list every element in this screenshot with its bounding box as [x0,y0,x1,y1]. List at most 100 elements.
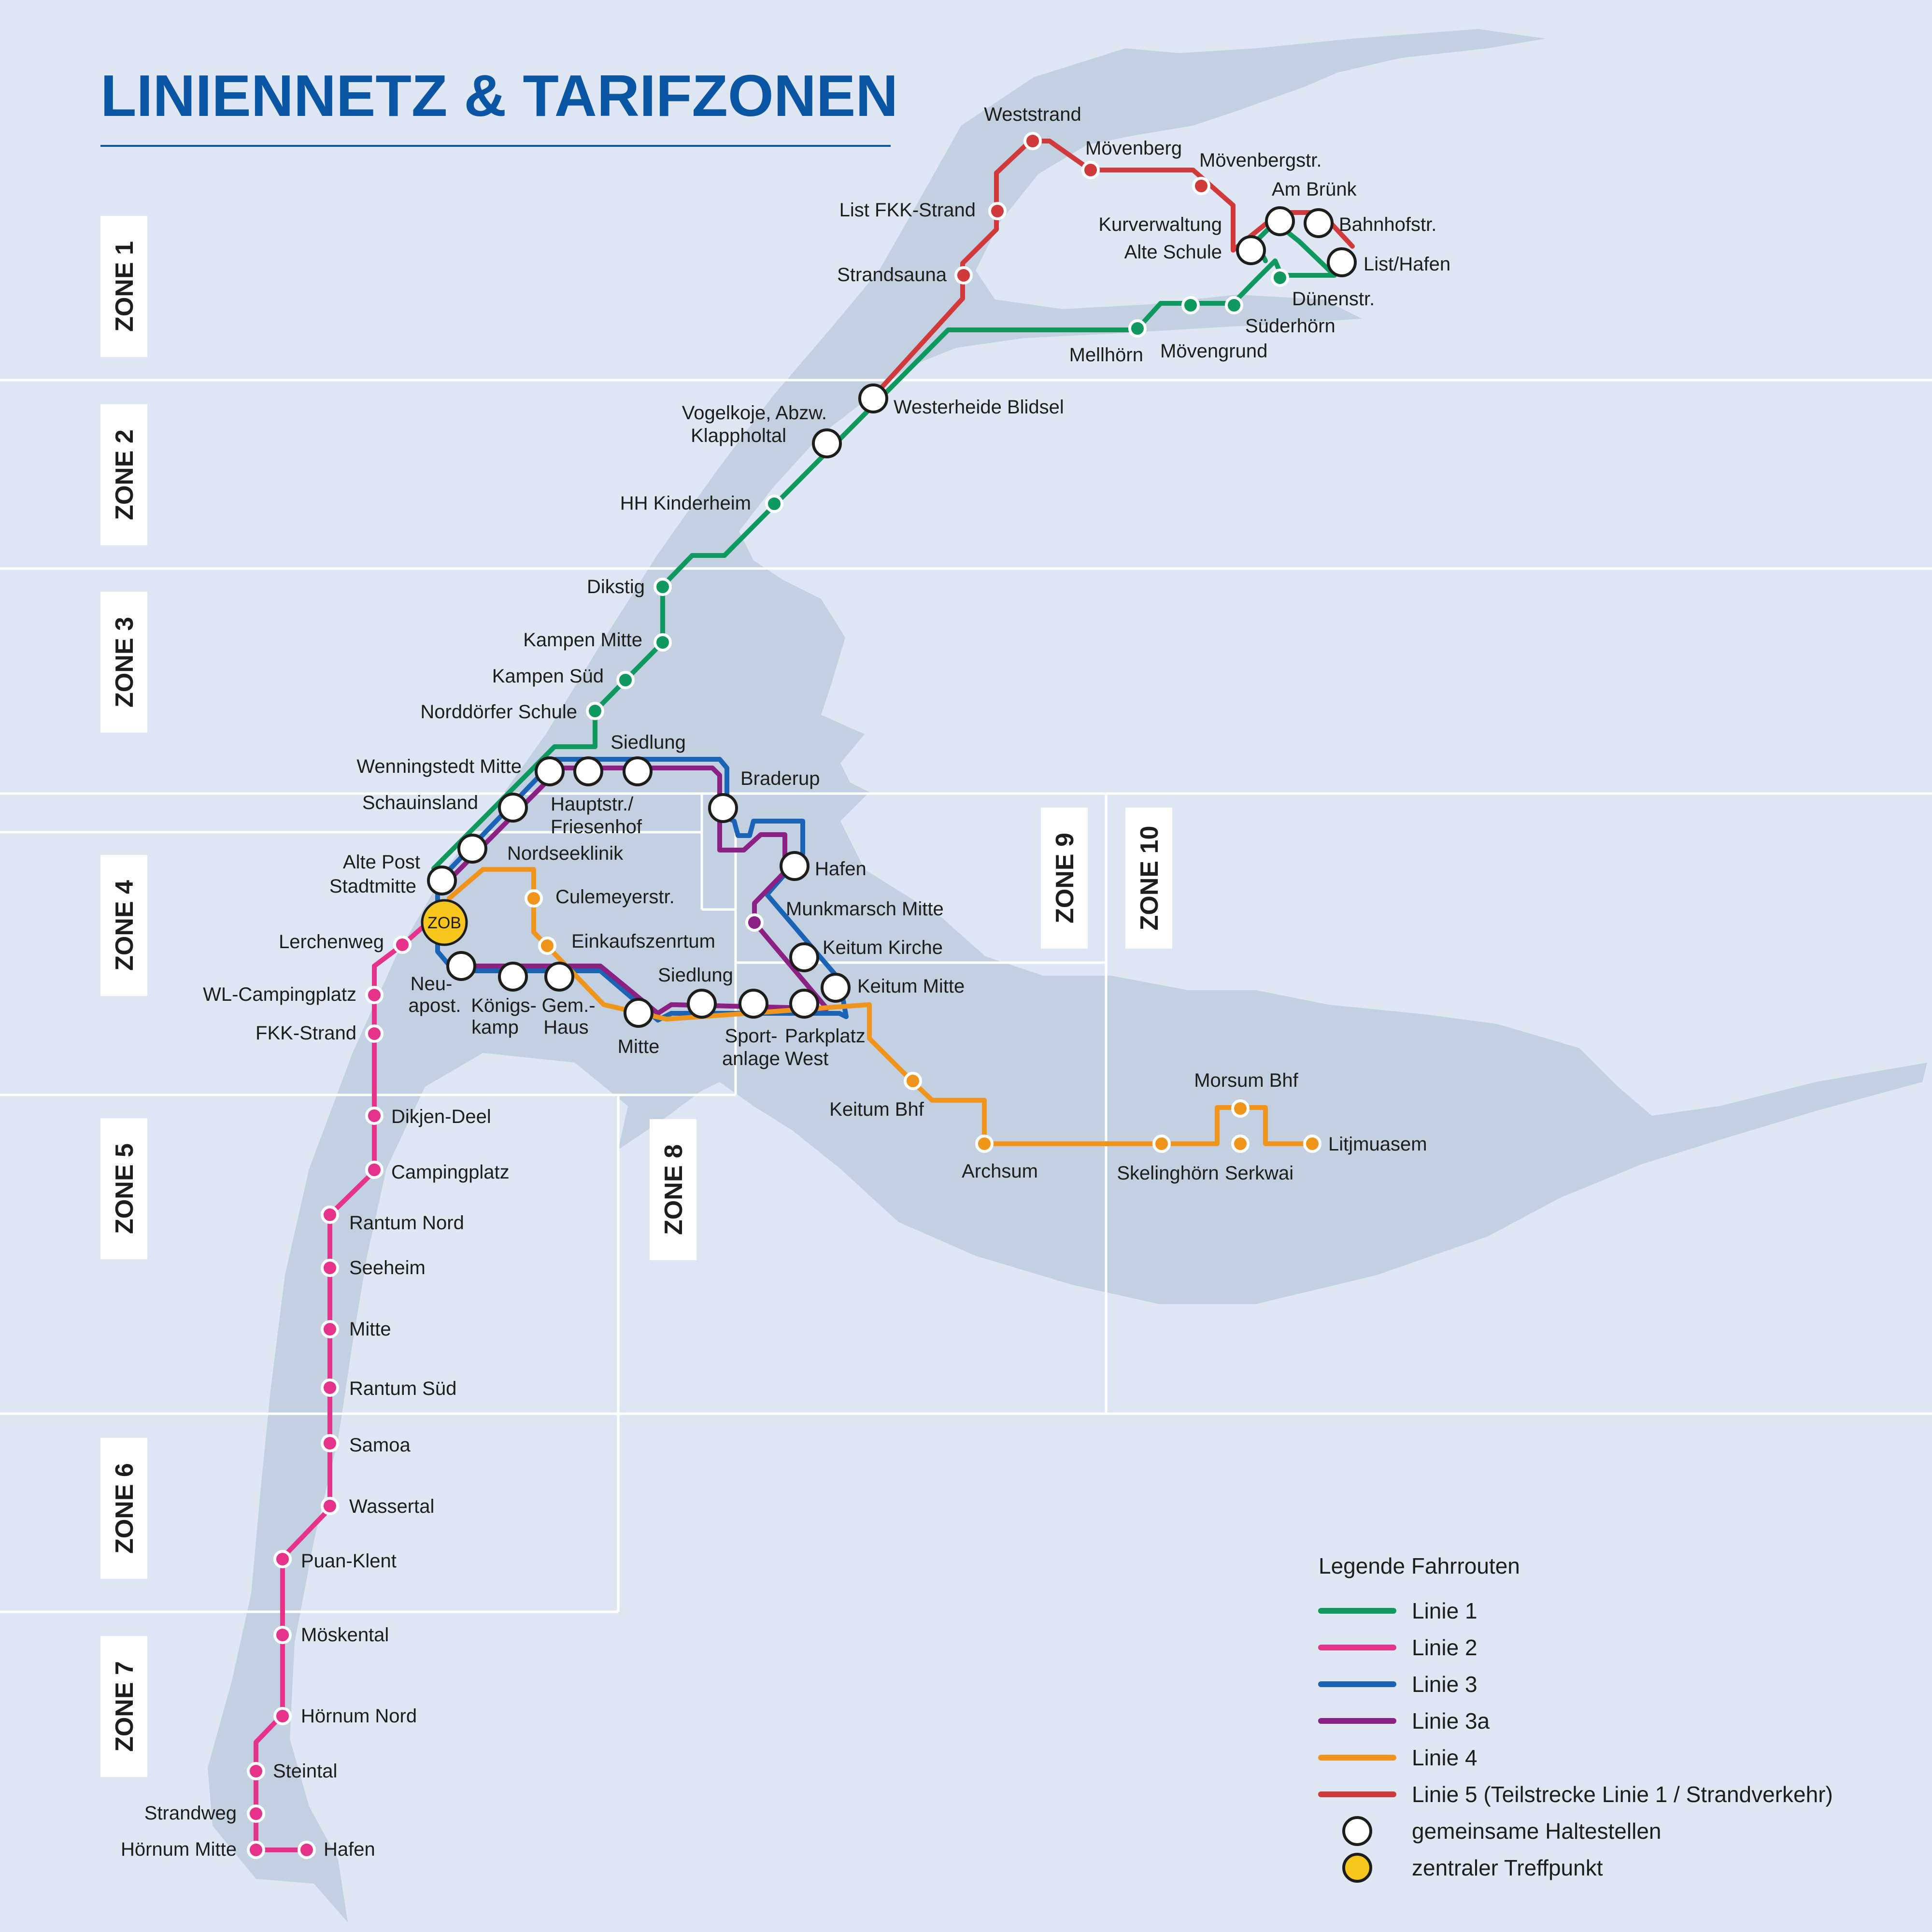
zob-hub-marker[interactable] [421,899,468,946]
zob-hub[interactable]: ZOB [421,899,468,946]
stop-lerchenweg[interactable] [393,936,412,954]
route-linie1 [431,220,1337,871]
island-land [208,29,1927,1922]
label-hauptstr-2: Friesenhof [551,816,642,838]
stop-culemeyer[interactable] [525,889,543,908]
shared-siedlung-s[interactable] [687,989,717,1019]
stop-puan-klent[interactable] [273,1550,292,1568]
stop-hh-kinderheim[interactable] [765,495,783,513]
label-morsum-bhf: Morsum Bhf [1194,1070,1298,1091]
stop-duenenstr[interactable] [1271,269,1289,287]
label-gem-2: Haus [543,1017,588,1038]
stop-kampen-mitte[interactable] [653,633,672,652]
shared-nordseeklinik[interactable] [457,834,487,864]
shared-vogelkoje[interactable] [812,428,842,458]
legend-item: Linie 4 [1318,1745,1477,1770]
label-hh-kinderheim: HH Kinderheim [620,493,751,514]
shared-list-hafen[interactable] [1327,247,1357,277]
stop-suederhoern[interactable] [1225,296,1243,314]
legend-item: gemeinsame Haltestellen [1342,1816,1662,1846]
zone-2-label: ZONE 2 [111,429,139,520]
stop-hoernum-mitte[interactable] [247,1841,265,1859]
shared-alte-post[interactable] [427,866,457,895]
stop-rantum-sued[interactable] [321,1378,339,1397]
label-hauptstr-1: Hauptstr./ [551,794,634,815]
zone-9-label: ZONE 9 [1051,833,1079,923]
label-einkauf: Einkaufszenrtum [571,931,715,952]
stop-norddoerfer[interactable] [586,702,604,720]
shared-bahnhofstr[interactable] [1304,208,1334,238]
stop-seeheim[interactable] [321,1259,339,1277]
label-litjmuasem: Litjmuasem [1328,1134,1427,1155]
stop-moevengrund[interactable] [1181,296,1200,314]
shared-wenningstedt[interactable] [535,756,565,786]
shared-koenigskamp[interactable] [498,962,528,992]
shared-hafen-m[interactable] [780,851,810,881]
label-kampen-sued: Kampen Süd [492,666,604,687]
shared-westerheide[interactable] [858,384,888,413]
stop-einkauf[interactable] [538,937,556,955]
shared-schauinsland[interactable] [498,793,528,823]
stop-hafen-h[interactable] [298,1841,316,1859]
stop-hoernum-nord[interactable] [273,1707,292,1725]
shared-mitte-wl[interactable] [624,998,653,1028]
shared-neu-apost[interactable] [446,951,476,981]
stop-keitum-bhf[interactable] [904,1072,922,1090]
shared-keitum-kirche[interactable] [789,942,819,972]
stop-mellhoern[interactable] [1128,319,1147,338]
stop-dikstig[interactable] [653,578,672,596]
zone-labels: ZONE 1 ZONE 2 ZONE 3 ZONE 4 ZONE 5 ZONE … [100,216,1172,1777]
stop-litjmuasem[interactable] [1303,1135,1321,1153]
stop-wassertal[interactable] [321,1497,339,1515]
label-hoernum-nord: Hörnum Nord [301,1705,417,1727]
label-parkplatz-1: Parkplatz [785,1025,866,1047]
shared-hauptstr[interactable] [573,756,603,786]
label-moevenbergstr: Mövenbergstr. [1199,150,1321,171]
stop-kampen-sued[interactable] [616,671,635,689]
label-dikjen: Dikjen-Deel [391,1106,491,1127]
shared-parkplatz-west[interactable] [789,989,819,1019]
label-hafen-h: Hafen [324,1839,375,1860]
label-campingplatz: Campingplatz [391,1162,510,1183]
label-fkk-strand: FKK-Strand [256,1023,356,1044]
legend-title: Legende Fahrrouten [1319,1553,1520,1578]
shared-gem-haus[interactable] [544,962,574,992]
stop-samoa[interactable] [321,1434,339,1452]
legend-label: Linie 5 (Teilstrecke Linie 1 / Strandver… [1412,1782,1833,1807]
label-keitum-bhf: Keitum Bhf [829,1099,924,1120]
stop-moevenbergstr[interactable] [1192,177,1210,195]
legend-swatch-hub [1342,1853,1372,1883]
stop-campingplatz[interactable] [365,1161,384,1179]
label-am-bruenk: Am Brünk [1272,179,1357,200]
label-mitte-r: Mitte [349,1319,391,1340]
stop-serkwai[interactable] [1231,1135,1250,1153]
stop-mitte-r[interactable] [321,1320,339,1338]
label-list-fkk: List FKK-Strand [839,199,976,221]
stop-munkmarsch[interactable] [745,913,764,932]
shared-keitum-mitte[interactable] [821,973,851,1003]
stop-moeskental[interactable] [273,1626,292,1644]
stop-fkk-strand[interactable] [365,1024,384,1043]
stop-rantum-nord[interactable] [321,1206,339,1224]
stop-steintal[interactable] [247,1762,265,1780]
label-suederhoern: Süderhörn [1245,315,1335,337]
stop-skelinghoern[interactable] [1152,1135,1171,1153]
shared-braderup[interactable] [708,793,738,823]
label-siedlung-n: Siedlung [611,732,686,753]
stop-moevenberg[interactable] [1081,161,1100,179]
label-archsum: Archsum [962,1161,1038,1182]
shared-am-bruenk[interactable] [1265,206,1295,236]
label-koenig-2: kamp [471,1017,519,1038]
stop-list-fkk[interactable] [988,202,1007,220]
shared-siedlung-n[interactable] [623,756,653,786]
stop-weststrand[interactable] [1023,132,1042,150]
stop-archsum[interactable] [975,1135,994,1153]
stop-wl-camping[interactable] [365,986,384,1004]
stop-morsum-bhf[interactable] [1231,1099,1250,1118]
stop-strandweg[interactable] [247,1804,265,1823]
shared-sportanlage[interactable] [739,989,768,1019]
shared-kurverwaltung[interactable] [1236,235,1266,265]
stop-dikjen[interactable] [365,1107,384,1125]
stop-strandsauna[interactable] [954,266,973,284]
